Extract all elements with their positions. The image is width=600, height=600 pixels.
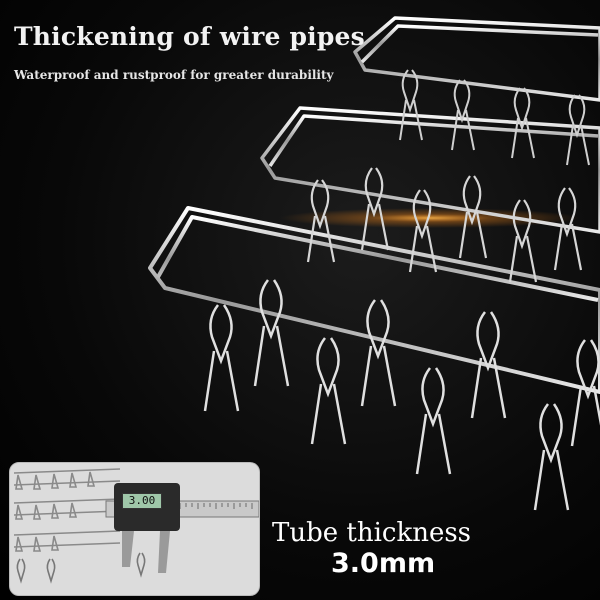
caliper-display: 3.00 <box>122 493 162 509</box>
subheadline: Waterproof and rustproof for greater dur… <box>14 68 334 82</box>
rack-back <box>353 16 600 102</box>
pins-back <box>399 69 590 166</box>
spec-value: 3.0mm <box>331 548 436 579</box>
rack-front <box>148 206 600 394</box>
pins-middle <box>306 167 583 283</box>
accent-glow <box>280 208 580 228</box>
spec-label: Tube thickness <box>272 518 472 548</box>
caliper-inset-photo <box>9 462 260 596</box>
headline: Thickening of wire pipes <box>14 22 365 51</box>
pins-front <box>203 279 600 511</box>
rack-middle <box>260 106 600 234</box>
